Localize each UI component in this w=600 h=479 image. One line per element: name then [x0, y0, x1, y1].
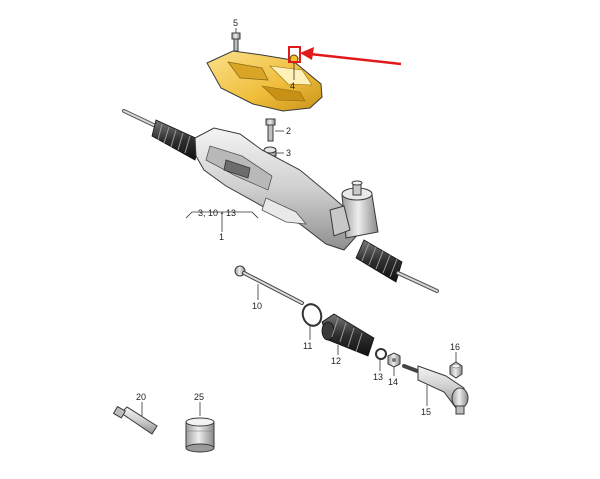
grease-tin-part-25: [185, 417, 215, 453]
tie-rod-end-part-15: [402, 364, 469, 415]
clip-part-13: [375, 348, 387, 360]
label-group: 3, 10 - 13: [198, 208, 236, 218]
label-14: 14: [388, 377, 398, 387]
right-boot: [355, 239, 403, 283]
label-13: 13: [373, 372, 383, 382]
bolt-part-5: [231, 32, 241, 52]
label-10: 10: [252, 301, 262, 311]
group-bracket: [185, 211, 259, 227]
label-11: 11: [303, 341, 312, 351]
label-4: 4: [290, 81, 295, 91]
label-2: 2: [286, 126, 291, 136]
red-arrow-icon: [288, 46, 402, 66]
label-1: 1: [219, 232, 224, 242]
heat-shield-part-4: [206, 50, 323, 112]
label-25: 25: [194, 392, 204, 402]
leader-lines: [141, 28, 457, 416]
pinion-housing: [329, 180, 379, 239]
label-5: 5: [233, 18, 238, 28]
grease-tube-part-20: [112, 405, 158, 435]
left-boot: [151, 119, 201, 161]
nut-part-16: [449, 361, 463, 379]
label-3: 3: [286, 148, 291, 158]
label-15: 15: [421, 407, 431, 417]
label-20: 20: [136, 392, 146, 402]
bolt-part-2: [265, 118, 276, 142]
part-labels: 5 4 2 3 3, 10 - 13 1 10 11 12 13 14 15 1…: [136, 18, 460, 417]
steering-rack-assembly: [122, 109, 439, 293]
inner-tie-rod-part-10: [234, 265, 304, 305]
label-16: 16: [450, 342, 460, 352]
boot-part-12: [321, 313, 375, 357]
nut-part-14: [387, 352, 401, 368]
label-12: 12: [331, 356, 341, 366]
clamp-ring-part-11: [301, 303, 323, 327]
